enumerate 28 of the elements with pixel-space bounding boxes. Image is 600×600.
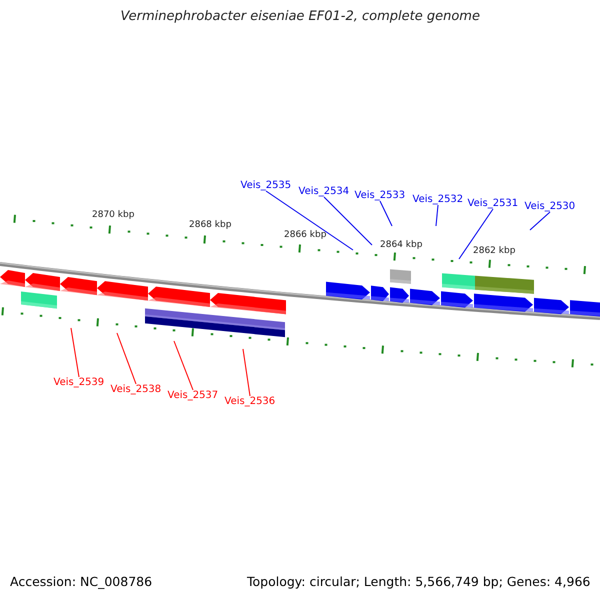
accession-text: Accession: NC_008786 [10, 575, 152, 589]
leader-line [174, 340, 194, 390]
gene-label: Veis_2533 [354, 189, 406, 203]
leader-line [242, 348, 250, 396]
scale-label: 2862 kbp [473, 246, 516, 256]
leader-line [70, 328, 80, 378]
gene-label: Veis_2536 [224, 395, 276, 409]
leader-line [380, 200, 392, 226]
gene-label: Veis_2537 [168, 389, 218, 403]
leader-line [458, 208, 494, 260]
genome-summary-text: Topology: circular; Length: 5,566,749 bp; Genes: 4,966 [247, 575, 590, 589]
gene-label: Veis_2538 [110, 383, 162, 397]
gene-label: Veis_2532 [412, 193, 464, 207]
leader-line [436, 204, 438, 226]
scale-label: 2870 kbp [92, 210, 134, 220]
gene-label: Veis_2534 [298, 185, 350, 199]
gene-label: Veis_2535 [240, 179, 292, 193]
leader-line [266, 190, 354, 250]
gene-label: Veis_2539 [54, 376, 104, 390]
gene-label: Veis_2530 [524, 200, 576, 214]
leader-line [116, 332, 136, 384]
scale-label: 2868 kbp [189, 220, 232, 230]
gene-label: Veis_2531 [468, 197, 518, 211]
scale-label: 2866 kbp [284, 230, 326, 240]
leader-line [530, 212, 550, 230]
title: Verminephrobacter eiseniae EF01-2, complete genome [120, 10, 480, 24]
leader-line [324, 196, 372, 246]
scale-label: 2864 kbp [380, 240, 422, 250]
